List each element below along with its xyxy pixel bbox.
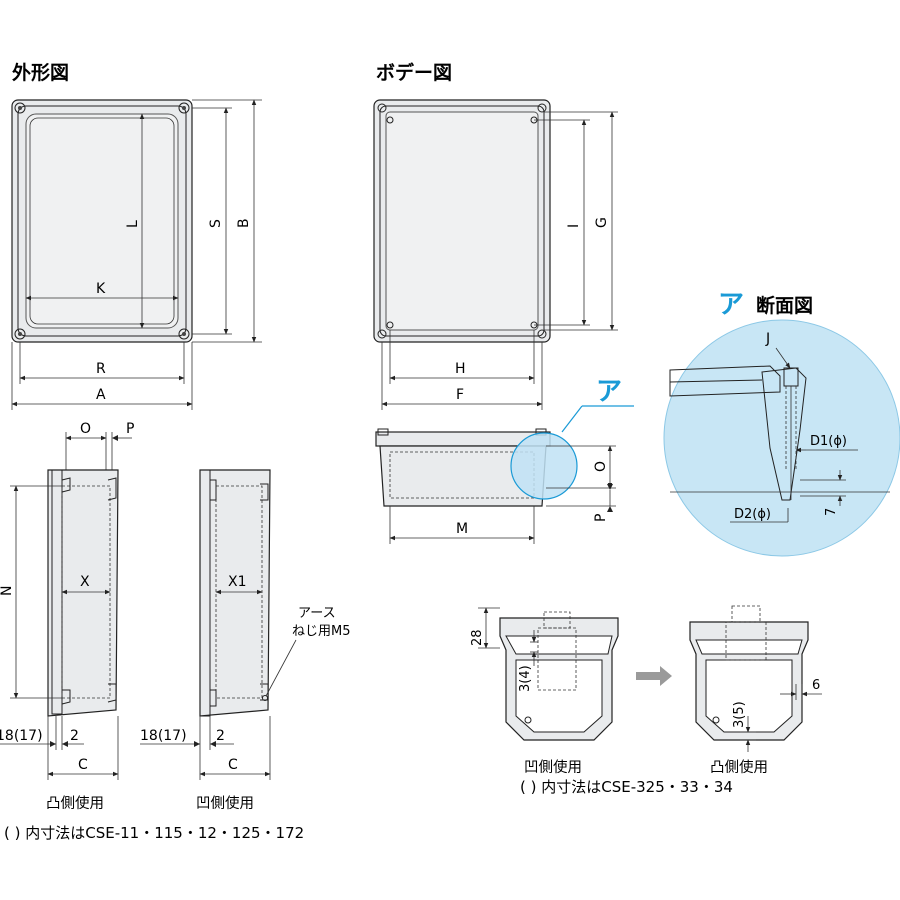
earth-screw-note-line2: ねじ用M5 xyxy=(292,624,351,639)
body-view-title: ボデー図 xyxy=(376,61,452,84)
section-callout-mark: ア xyxy=(596,377,622,407)
dim-B-label: B xyxy=(236,218,252,228)
dim-18-17-left-label: 18(17) xyxy=(0,728,43,744)
dim-C-left-label: C xyxy=(78,757,88,773)
dim-28-label: 28 xyxy=(470,629,485,646)
section-title-mark: ア xyxy=(718,290,744,320)
caption-concave-use-right: 凹側使用 xyxy=(524,759,582,776)
dim-P-top-label: P xyxy=(126,421,134,437)
dim-7-label: 7 xyxy=(824,508,839,516)
dim-J-label: J xyxy=(765,331,770,347)
dim-O-top-label: O xyxy=(80,421,91,437)
dim-F-label: F xyxy=(456,387,464,403)
section-highlight-circle xyxy=(510,432,578,500)
dim-D1-label: D1(ϕ) xyxy=(810,434,847,449)
dim-S-label: S xyxy=(208,219,224,228)
earth-screw-note-line1: アース xyxy=(298,606,336,621)
caption-left-note: ( ) 内寸法はCSE-11・115・12・125・172 xyxy=(4,824,304,842)
dim-18-17-right-label: 18(17) xyxy=(140,728,187,744)
caption-concave-use-left: 凹側使用 xyxy=(196,795,254,812)
dim-D2-label: D2(ϕ) xyxy=(734,507,771,522)
dim-M-label: M xyxy=(456,521,468,537)
dim-6-label: 6 xyxy=(812,678,820,693)
section-detail-circle xyxy=(663,319,900,557)
outer-front-view xyxy=(11,99,193,343)
dim-K-label: K xyxy=(96,281,106,297)
dim-I-label: I xyxy=(566,224,582,228)
caption-right-note: ( ) 内寸法はCSE-325・33・34 xyxy=(520,778,733,796)
body-side-view xyxy=(375,428,551,507)
caption-convex-use-right: 凸側使用 xyxy=(710,759,768,776)
dim-3-4-label: 3(4) xyxy=(518,665,533,692)
cross-section-concave xyxy=(499,611,619,741)
dim-A-label: A xyxy=(96,387,106,403)
outer-view-title: 外形図 xyxy=(12,61,69,84)
side-view-concave xyxy=(199,469,271,717)
dim-O-side-label: O xyxy=(593,461,609,472)
transition-arrow-icon xyxy=(636,666,672,686)
dim-R-label: R xyxy=(96,361,106,377)
caption-convex-use-left: 凸側使用 xyxy=(46,795,104,812)
dim-2-right-label: 2 xyxy=(216,728,225,744)
section-title-label: 断面図 xyxy=(756,294,813,317)
side-view-convex xyxy=(47,469,119,717)
dim-2-left-label: 2 xyxy=(70,728,79,744)
dim-G-label: G xyxy=(594,217,610,228)
cross-section-convex xyxy=(689,605,809,741)
dim-N-label: N xyxy=(0,586,15,596)
body-front-view xyxy=(373,99,551,343)
dim-3-5-label: 3(5) xyxy=(732,701,747,728)
dim-X-label: X xyxy=(80,574,90,590)
dim-X1-label: X1 xyxy=(228,574,247,590)
dim-L-label: L xyxy=(125,220,141,228)
dim-P-side-label: P xyxy=(593,514,609,522)
dim-H-label: H xyxy=(455,361,466,377)
dim-C-right-label: C xyxy=(228,757,238,773)
